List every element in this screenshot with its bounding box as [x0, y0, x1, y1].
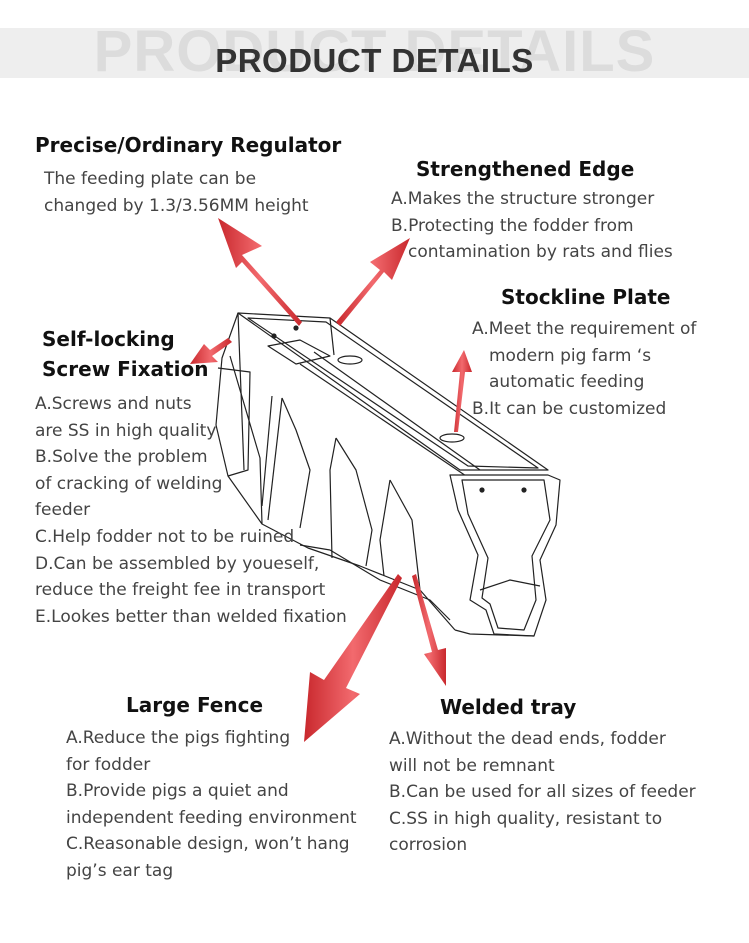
page-title: PRODUCT DETAILS [215, 42, 534, 79]
tray-line: B.Can be used for all sizes of feeder [389, 782, 696, 803]
stockline-description: A.Meet the requirement of modern pig far… [472, 316, 696, 422]
regulator-line: The feeding plate can be [44, 169, 257, 189]
stockline-line: B.It can be customized [472, 398, 667, 419]
screw-line: E.Lookes better than welded fixation [35, 606, 347, 627]
screw-line: B.Solve the problem [35, 447, 208, 468]
screw-line: C.Help fodder not to be ruined [35, 526, 295, 547]
tray-title: Welded tray [440, 695, 577, 719]
arrow-screw [190, 338, 232, 364]
arrow-edge [336, 238, 410, 326]
arrow-fence [304, 574, 402, 742]
screw-line: feeder [35, 500, 91, 521]
feeder-illustration [215, 312, 561, 637]
stockline-line: modern pig farm ‘s [489, 345, 652, 366]
screw-line: A.Screws and nuts [35, 394, 192, 414]
edge-line: A.Makes the structure stronger [391, 189, 655, 209]
edge-title: Strengthened Edge [416, 157, 635, 181]
stockline-line: A.Meet the requirement of [472, 319, 697, 339]
stockline-line: automatic feeding [489, 372, 645, 393]
screw-line: D.Can be assembled by youeself, [35, 553, 320, 574]
screw-title-line1: Self-locking [42, 327, 175, 351]
tray-line: A.Without the dead ends, fodder [389, 729, 666, 749]
regulator-title: Precise/Ordinary Regulator [35, 133, 342, 157]
stockline-title: Stockline Plate [501, 285, 671, 309]
fence-line: C.Reasonable design, won’t hang [66, 834, 350, 855]
fence-title: Large Fence [126, 693, 264, 717]
arrow-tray [412, 574, 446, 686]
callout-arrows [190, 218, 472, 742]
edge-line: B.Protecting the fodder from [391, 215, 634, 236]
screw-title-line2: Screw Fixation [42, 357, 209, 381]
arrow-regulator [218, 218, 302, 326]
fence-line: pig’s ear tag [66, 860, 174, 881]
fence-line: for fodder [66, 754, 151, 775]
tray-line: corrosion [389, 835, 468, 856]
tray-line: C.SS in high quality, resistant to [389, 808, 663, 829]
tray-description: A.Without the dead ends, fodder will not… [389, 726, 696, 859]
header-watermark: PRODUCT DETAILS [93, 19, 656, 84]
fence-line: B.Provide pigs a quiet and [66, 781, 289, 802]
screw-line: reduce the freight fee in transport [35, 580, 326, 601]
screw-line: are SS in high quality [35, 420, 217, 441]
fence-line: A.Reduce the pigs fighting [66, 728, 291, 748]
regulator-description: The feeding plate can be changed by 1.3/… [44, 166, 309, 219]
tray-line: will not be remnant [389, 755, 555, 776]
regulator-line: changed by 1.3/3.56MM height [44, 195, 309, 216]
screw-line: of cracking of welding [35, 473, 223, 494]
fence-description: A.Reduce the pigs fighting for fodder B.… [66, 725, 357, 885]
header-band [0, 28, 749, 78]
screw-description: A.Screws and nuts are SS in high quality… [35, 391, 347, 630]
edge-description: A.Makes the structure stronger B.Protect… [391, 186, 673, 266]
arrow-stockline [452, 350, 472, 432]
fence-line: independent feeding environment [66, 807, 357, 828]
edge-line: contamination by rats and flies [408, 242, 673, 263]
